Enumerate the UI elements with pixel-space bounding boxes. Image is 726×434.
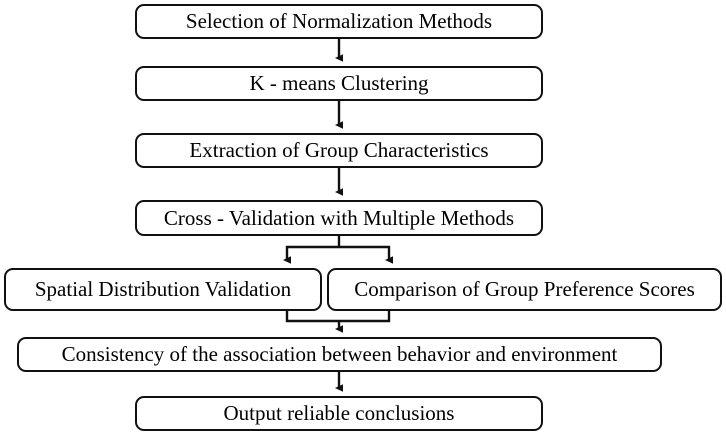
- node-consistency: Consistency of the association between b…: [17, 337, 662, 372]
- node-output-label: Output reliable conclusions: [223, 401, 455, 426]
- node-kmeans-label: K - means Clustering: [249, 71, 429, 96]
- node-cross-validation-label: Cross - Validation with Multiple Methods: [163, 205, 515, 230]
- node-output: Output reliable conclusions: [135, 396, 543, 431]
- node-extraction-label: Extraction of Group Characteristics: [189, 138, 489, 163]
- node-group-preference-label: Comparison of Group Preference Scores: [354, 277, 695, 302]
- node-spatial-distribution-label: Spatial Distribution Validation: [34, 277, 292, 302]
- connector-branches-merge: [285, 311, 391, 333]
- node-cross-validation: Cross - Validation with Multiple Methods: [135, 200, 543, 236]
- node-consistency-label: Consistency of the association between b…: [61, 342, 618, 367]
- node-kmeans: K - means Clustering: [135, 66, 543, 101]
- node-extraction: Extraction of Group Characteristics: [135, 133, 543, 168]
- node-normalization-label: Selection of Normalization Methods: [185, 9, 493, 34]
- node-group-preference: Comparison of Group Preference Scores: [327, 268, 722, 311]
- connector-cross-validation-split: [283, 236, 394, 264]
- node-spatial-distribution: Spatial Distribution Validation: [4, 268, 322, 311]
- node-normalization: Selection of Normalization Methods: [135, 4, 543, 39]
